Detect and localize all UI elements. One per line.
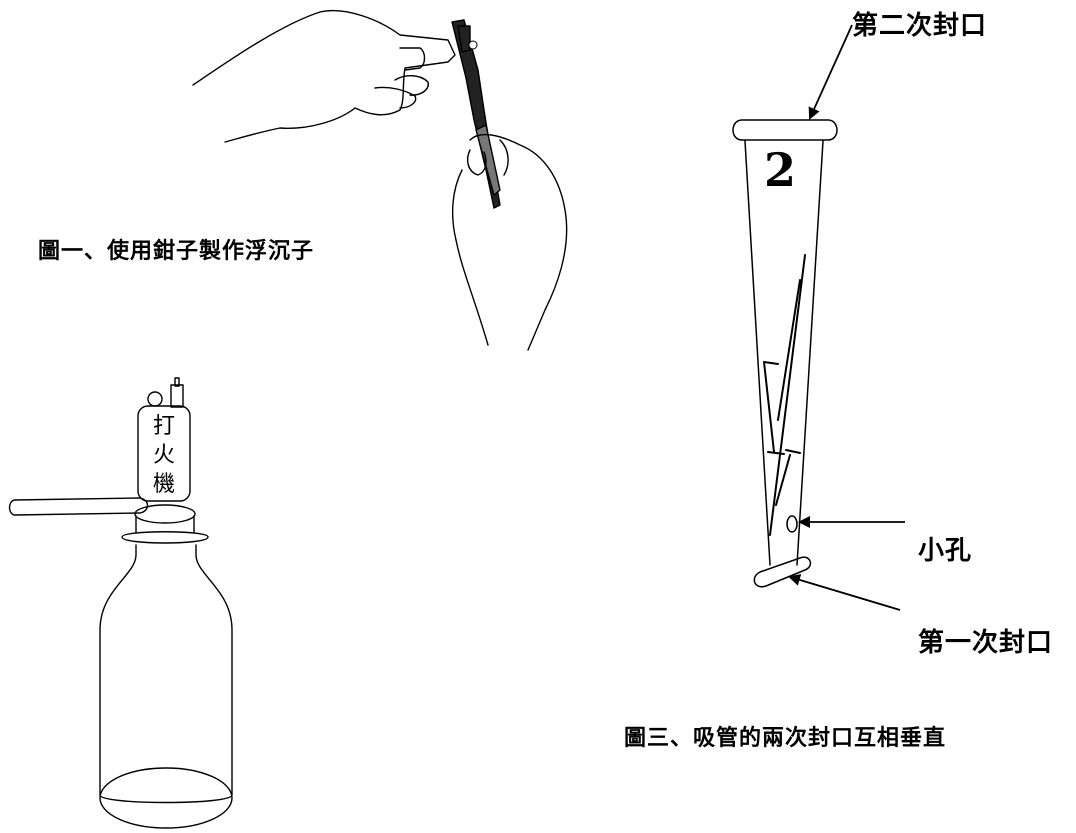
bottle-mouth [134, 504, 196, 524]
lower-hand [469, 133, 568, 351]
figure3-caption: 圖三、吸管的兩次封口互相垂直 [624, 726, 947, 751]
arrow-first-seal [788, 574, 901, 611]
lighter-wheel [147, 391, 163, 407]
figure2-lighter-bottle: 打 火 機 [8, 377, 233, 829]
lower-hand-left [451, 169, 489, 346]
lower-hand-thumb [466, 149, 487, 176]
lighter-char-1: 打 [153, 414, 175, 439]
number-mark: 2 [764, 143, 796, 197]
straw-tube [744, 140, 824, 566]
upper-hand [192, 9, 456, 143]
second-seal-label: 第二次封口 [852, 11, 988, 41]
inner-wire [763, 254, 806, 536]
bottle-neck [135, 515, 195, 534]
pliers-jaw [457, 25, 471, 53]
pliers-handle [475, 124, 501, 196]
lighter-char-3: 機 [153, 472, 175, 497]
arrow-second-seal [808, 24, 853, 120]
lighter-char-2: 火 [153, 443, 175, 468]
lighter-nozzle [170, 384, 184, 408]
second-seal-shape [732, 119, 838, 141]
straw [8, 497, 149, 516]
upper-hand-knuckle [374, 86, 417, 109]
first-seal-shape [753, 556, 812, 588]
figure3-arrows [788, 24, 905, 611]
first-seal-label: 第一次封口 [918, 628, 1054, 658]
figure3-straw [732, 119, 838, 588]
upper-hand-fingers [394, 75, 429, 96]
small-hole-label: 小孔 [918, 536, 973, 566]
bottle-bottom [99, 767, 233, 829]
small-hole [786, 515, 798, 533]
lower-hand-finger [499, 139, 509, 176]
bottle-ring [121, 531, 209, 544]
figure1-caption: 圖一、使用鉗子製作浮沉子 [38, 239, 315, 264]
lighter-body [137, 405, 191, 502]
upper-hand-thumb [399, 47, 426, 71]
figure1-hands-pliers [192, 9, 568, 351]
bottle-body [99, 544, 233, 804]
